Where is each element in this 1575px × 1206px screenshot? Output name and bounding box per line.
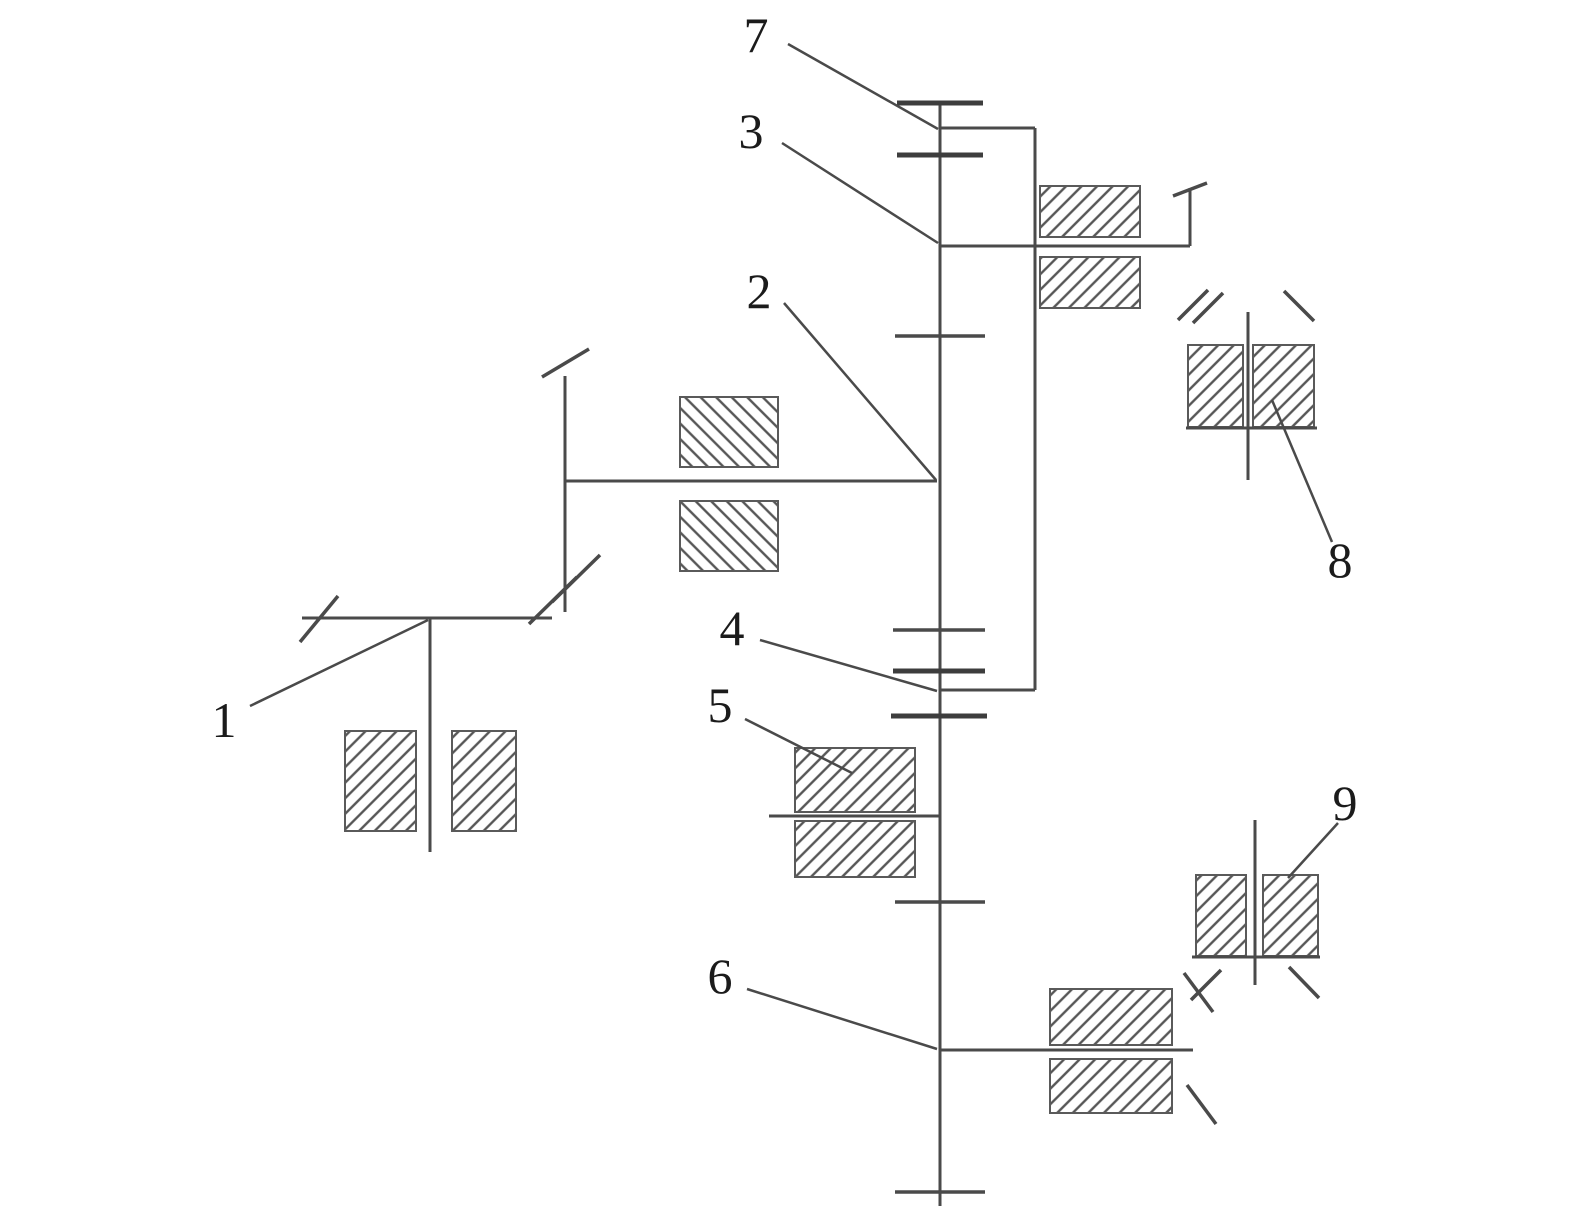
gear2-assembly (527, 347, 937, 626)
bevel8-assembly (1176, 288, 1317, 480)
label-3: 3 (739, 103, 764, 159)
label-2: 2 (747, 263, 772, 319)
gear2-lower-hatch (679, 500, 779, 572)
label-4-leader (759, 638, 938, 693)
gear3-lower-hatch (1039, 256, 1141, 309)
label-7-leader (787, 42, 939, 131)
labels: 7 3 2 4 5 6 1 8 9 (212, 7, 1358, 1051)
bevel8-mesh-tick-right (1282, 289, 1316, 323)
bevel9-left-hatch (1195, 874, 1247, 957)
gear2-upper-hatch (679, 396, 779, 468)
bevel8-left-hatch (1187, 344, 1244, 428)
bevel8-mesh-tick-left-1 (1176, 288, 1210, 322)
bevel8-mesh-tick-left-2 (1191, 291, 1225, 325)
hollow-sleeve-shaft (940, 126, 1037, 692)
bevel9-mesh-tick-right (1287, 965, 1321, 1000)
label-7: 7 (744, 7, 769, 63)
gear5-lower-hatch (794, 820, 916, 878)
bevel9-mesh-tick-left (1189, 968, 1223, 1002)
gear6-lower-hatch (1049, 1058, 1173, 1114)
shaft1-right-hatch (451, 730, 517, 832)
label-9: 9 (1333, 775, 1358, 831)
gear5-assembly (769, 747, 940, 878)
label-6-leader (746, 987, 938, 1051)
gear2-top-bevel-tick (541, 347, 590, 379)
label-3-leader (781, 141, 939, 245)
label-6: 6 (708, 948, 733, 1004)
label-8: 8 (1328, 532, 1353, 588)
label-4: 4 (720, 600, 745, 656)
label-1: 1 (212, 692, 237, 748)
gear3-assembly (940, 181, 1208, 309)
label-5-leader (744, 717, 853, 775)
main-shaft-assembly (891, 100, 987, 1206)
gear3-bevel-tick (1172, 181, 1208, 198)
bevel9-right-hatch (1262, 874, 1319, 957)
gear5-upper-hatch (794, 747, 916, 813)
gear6-upper-hatch (1049, 988, 1173, 1046)
gear6-assembly (940, 971, 1218, 1126)
label-2-leader (783, 302, 937, 481)
shaft1-left-bevel-tick (298, 594, 340, 644)
shaft1-assembly (298, 594, 552, 852)
label-8-leader (1270, 399, 1334, 543)
bevel8-right-hatch (1252, 344, 1315, 428)
label-9-leader (1287, 822, 1339, 879)
label-1-leader (249, 618, 429, 708)
gear3-upper-hatch (1039, 185, 1141, 238)
bevel9-assembly (1189, 820, 1321, 1002)
label-5: 5 (708, 677, 733, 733)
gear2-bottom-bevel-tick-2 (550, 553, 602, 604)
shaft1-left-hatch (344, 730, 417, 832)
gear6-bevel-tick-lower (1185, 1083, 1218, 1126)
